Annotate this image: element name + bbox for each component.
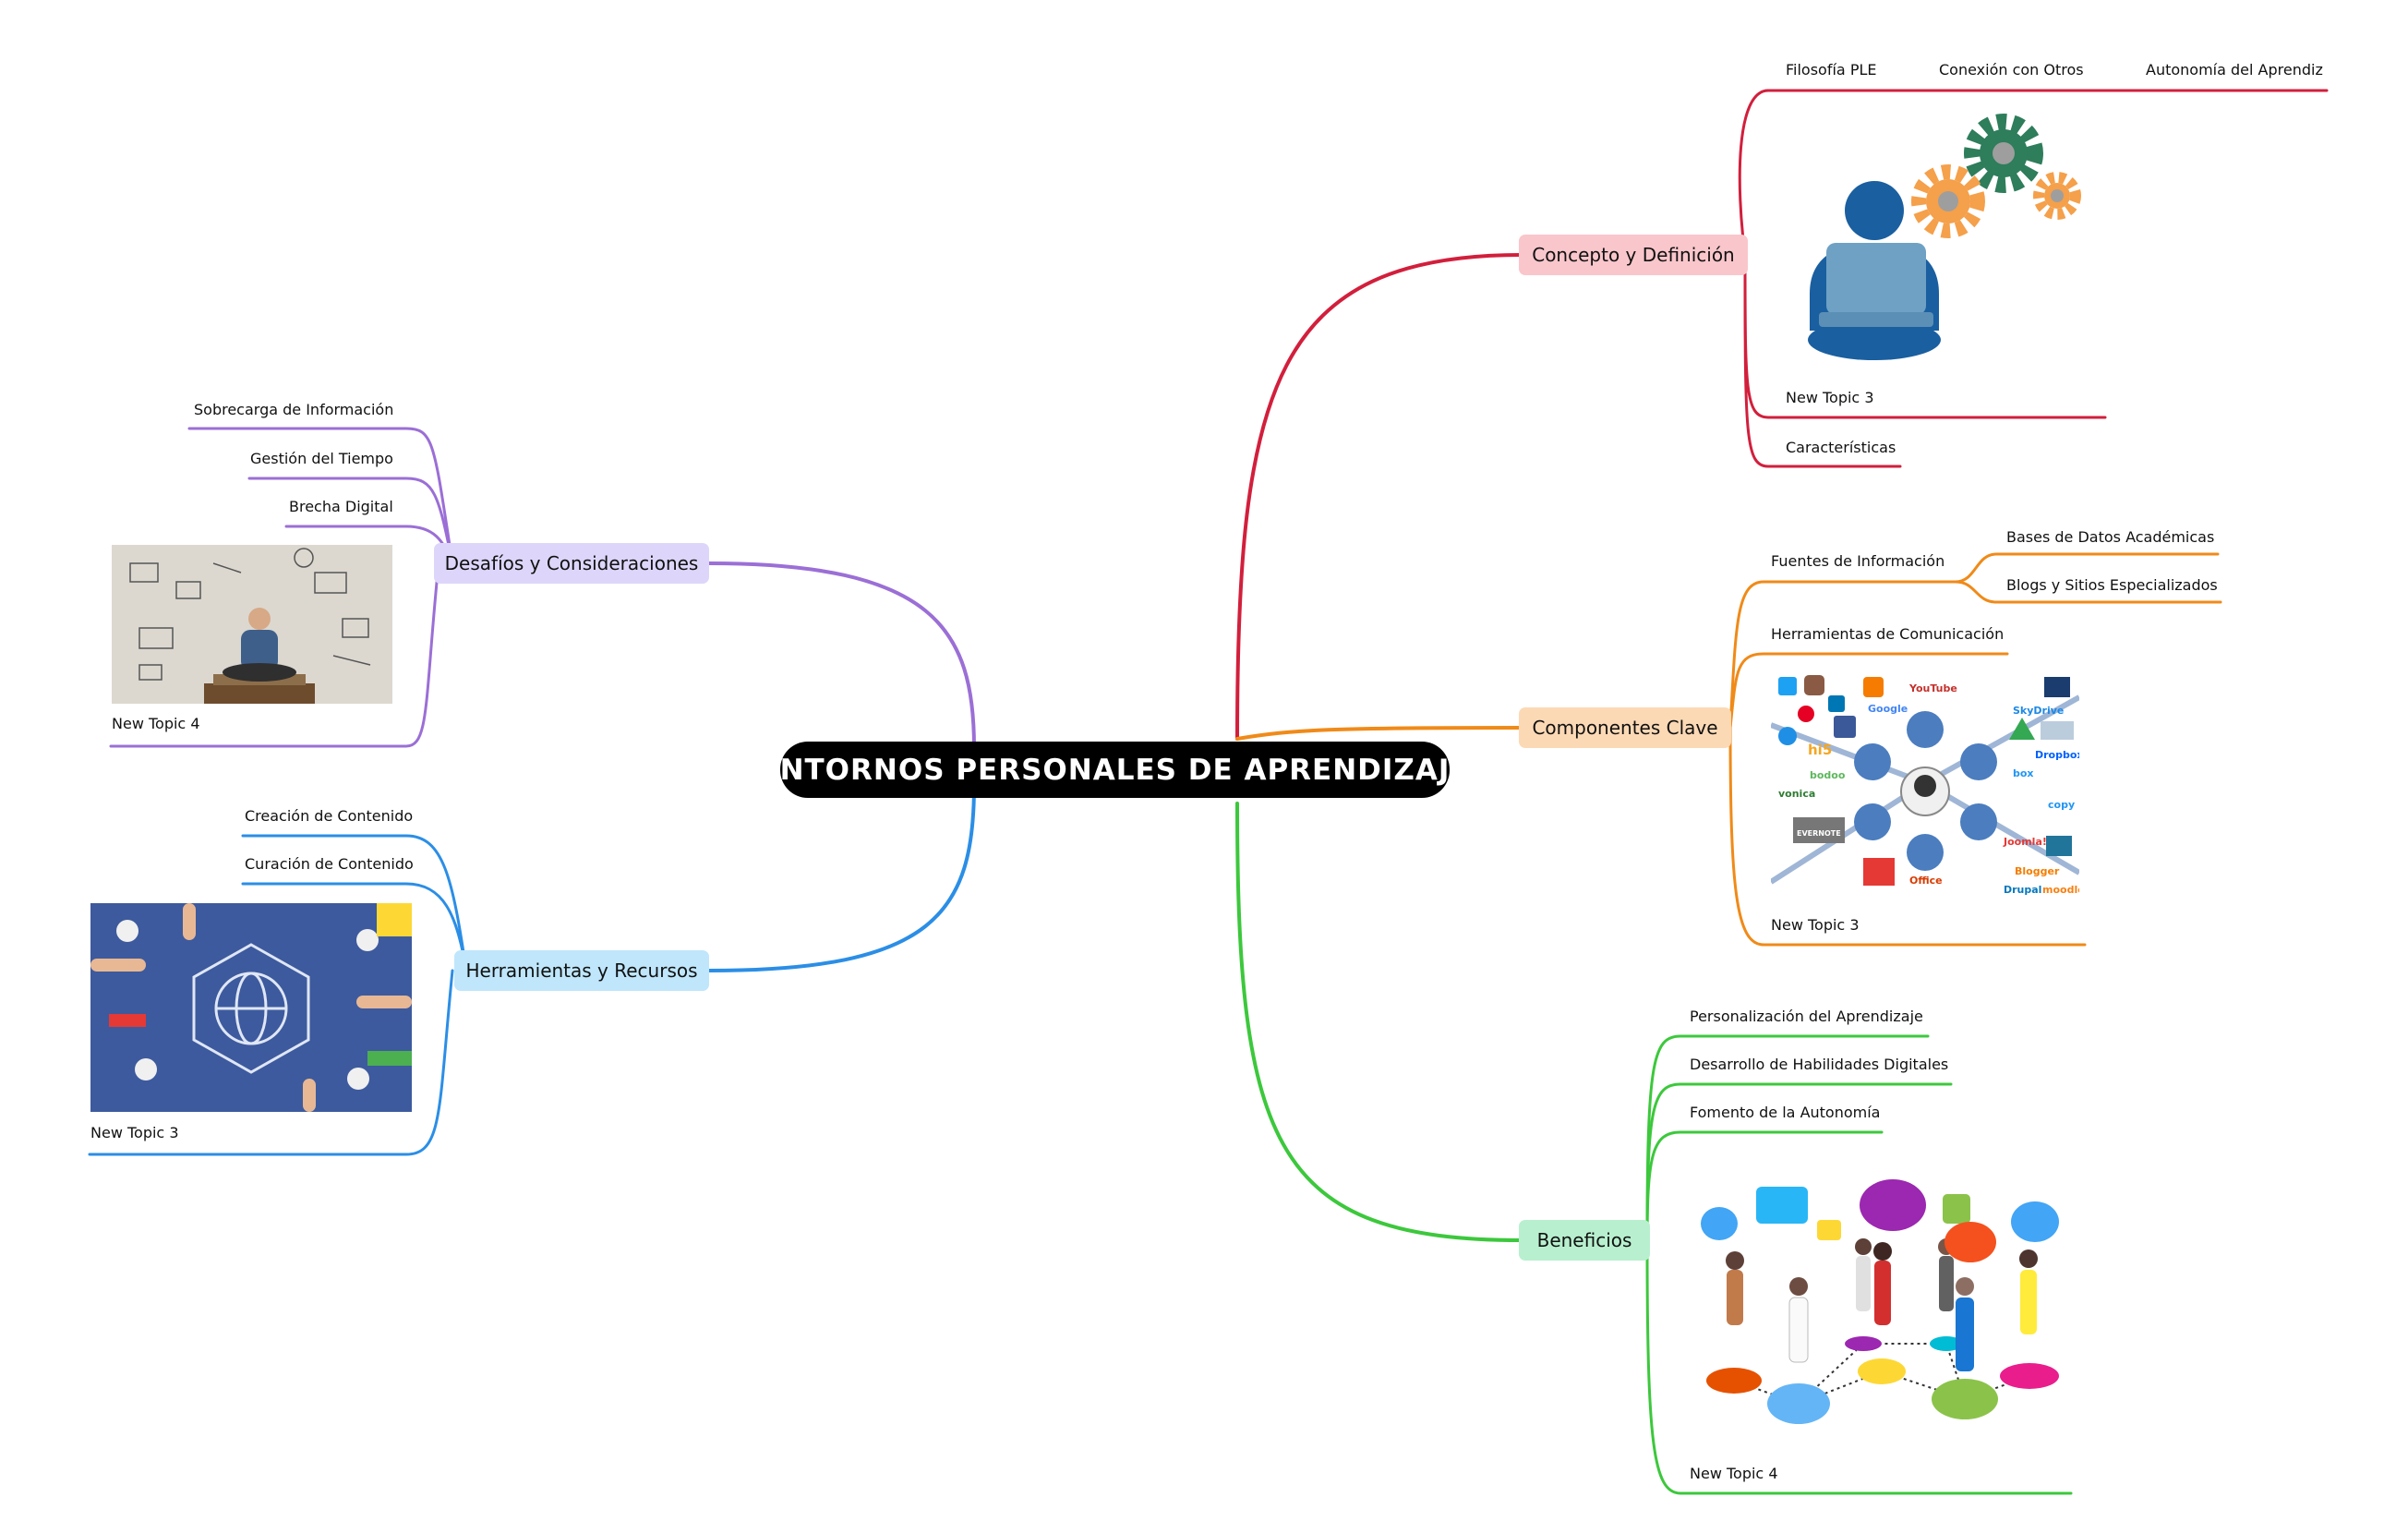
topic-componentes-new-topic-3[interactable]: New Topic 3: [1771, 916, 1860, 934]
branch-concepto[interactable]: Concepto y Definición: [1519, 235, 1748, 275]
branch-componentes[interactable]: Componentes Clave: [1519, 707, 1731, 748]
connector-componentes: [1235, 726, 1523, 741]
svg-text:Blogger: Blogger: [2015, 865, 2060, 877]
svg-text:moodle: moodle: [2042, 884, 2079, 896]
topic-caracteristicas[interactable]: Características: [1786, 439, 1896, 456]
topic-bases-de-datos-academicas[interactable]: Bases de Datos Académicas: [2006, 528, 2215, 546]
topic-beneficios-new-topic-4[interactable]: New Topic 4: [1690, 1465, 1778, 1482]
hands-around-globe-image: [90, 903, 412, 1112]
svg-text:EVERNOTE: EVERNOTE: [1797, 829, 1841, 838]
connected-people-image: [1701, 1179, 2059, 1424]
svg-text:Dropbox: Dropbox: [2035, 749, 2079, 761]
branch-herramientas[interactable]: Herramientas y Recursos: [454, 950, 709, 991]
connector-desafios: [707, 561, 976, 750]
topic-curacion-de-contenido[interactable]: Curación de Contenido: [245, 855, 414, 873]
svg-text:Joomla!: Joomla!: [2003, 836, 2047, 848]
topic-concepto-new-topic-3[interactable]: New Topic 3: [1786, 389, 1874, 406]
topic-brecha-digital[interactable]: Brecha Digital: [289, 498, 393, 515]
svg-text:hi5: hi5: [1808, 742, 1832, 758]
topic-fomento-autonomia[interactable]: Fomento de la Autonomía: [1690, 1104, 1881, 1121]
topic-herramientas-new-topic-3[interactable]: New Topic 3: [90, 1124, 179, 1141]
svg-text:bodoo: bodoo: [1810, 769, 1846, 781]
svg-text:YouTube: YouTube: [1908, 682, 1957, 694]
svg-text:Drupal: Drupal: [2004, 884, 2041, 896]
topic-habilidades-digitales[interactable]: Desarrollo de Habilidades Digitales: [1690, 1056, 1949, 1073]
topic-sobrecarga-informacion[interactable]: Sobrecarga de Información: [194, 401, 394, 418]
connector-beneficios: [1235, 802, 1523, 1242]
svg-text:box: box: [2013, 767, 2034, 779]
connector-herramientas: [707, 783, 976, 972]
topic-autonomia-del-aprendiz[interactable]: Autonomía del Aprendiz: [2146, 61, 2323, 78]
topic-creacion-de-contenido[interactable]: Creación de Contenido: [245, 807, 414, 825]
man-meditating-image: [112, 545, 392, 704]
svg-text:Office: Office: [1909, 875, 1943, 887]
topic-personalizacion[interactable]: Personalización del Aprendizaje: [1690, 1008, 1923, 1025]
topic-desafios-new-topic-4[interactable]: New Topic 4: [112, 715, 200, 732]
svg-text:Google: Google: [1868, 703, 1908, 715]
person-laptop-gears-image: [1808, 114, 2081, 360]
topic-gestion-del-tiempo[interactable]: Gestión del Tiempo: [250, 450, 393, 467]
topic-herramientas-de-comunicacion[interactable]: Herramientas de Comunicación: [1771, 625, 2005, 643]
topic-fuentes-de-informacion[interactable]: Fuentes de Información: [1771, 552, 1945, 570]
topic-blogs-y-sitios[interactable]: Blogs y Sitios Especializados: [2006, 576, 2218, 594]
svg-text:vonica: vonica: [1778, 788, 1815, 800]
topic-conexion-con-otros[interactable]: Conexión con Otros: [1939, 61, 2084, 78]
central-topic[interactable]: ENTORNOS PERSONALES DE APRENDIZAJE: [759, 742, 1470, 798]
topic-filosofia-ple[interactable]: Filosofía PLE: [1786, 61, 1877, 78]
svg-text:SkyDrive: SkyDrive: [2013, 705, 2064, 717]
branch-beneficios[interactable]: Beneficios: [1519, 1220, 1650, 1261]
ple-tools-network-image: YouTube Google hi5 bodoo vonica EVERNOTE…: [1771, 670, 2079, 897]
connector-concepto: [1235, 253, 1523, 741]
svg-text:copy: copy: [2048, 799, 2075, 811]
branch-desafios[interactable]: Desafíos y Consideraciones: [434, 543, 709, 584]
